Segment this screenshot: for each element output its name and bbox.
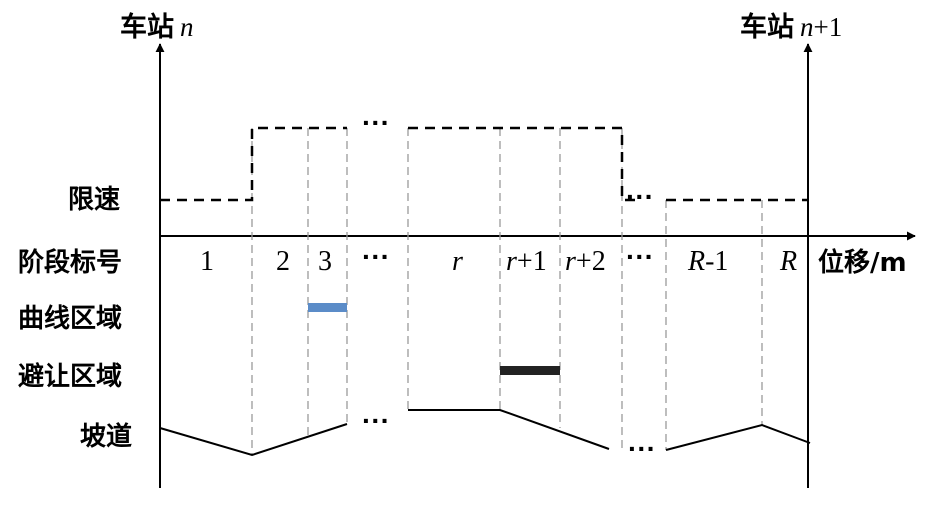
stage-label: r [452, 246, 463, 277]
ellipsis-gradient-1: ··· [362, 405, 390, 436]
stage-label: ··· [362, 241, 390, 272]
gradient-label: 坡道 [80, 421, 132, 452]
gradient-profile [159, 409, 811, 457]
stage-number-label: 阶段标号 [18, 247, 122, 278]
ellipsis-gradient-2: ··· [628, 433, 656, 464]
ellipsis-speed-1: ··· [362, 107, 390, 138]
stage-label: ··· [626, 241, 654, 272]
stage-label: 2 [276, 246, 290, 277]
stage-label: r+2 [565, 246, 606, 277]
stage-boundaries [251, 128, 763, 455]
curve-zone-bar [308, 303, 347, 312]
displacement-axis-label: 位移/m [818, 247, 907, 278]
curve-zone-label: 曲线区域 [18, 304, 122, 334]
stage-label: R-1 [687, 246, 728, 277]
speed-limit-profile [160, 126, 808, 202]
stage-labels: 1 2 3 ··· r r+1 r+2 ··· R-1 R [200, 241, 797, 277]
ellipsis-speed-2: ··· [626, 181, 654, 212]
avoid-zone-bar [500, 366, 560, 375]
stage-label: 1 [200, 246, 214, 277]
stage-label: r+1 [506, 246, 547, 277]
speed-limit-label: 限速 [68, 185, 120, 215]
avoid-zone-label: 避让区域 [18, 361, 122, 392]
stage-label: 3 [318, 246, 332, 277]
stage-label: R [779, 246, 797, 277]
